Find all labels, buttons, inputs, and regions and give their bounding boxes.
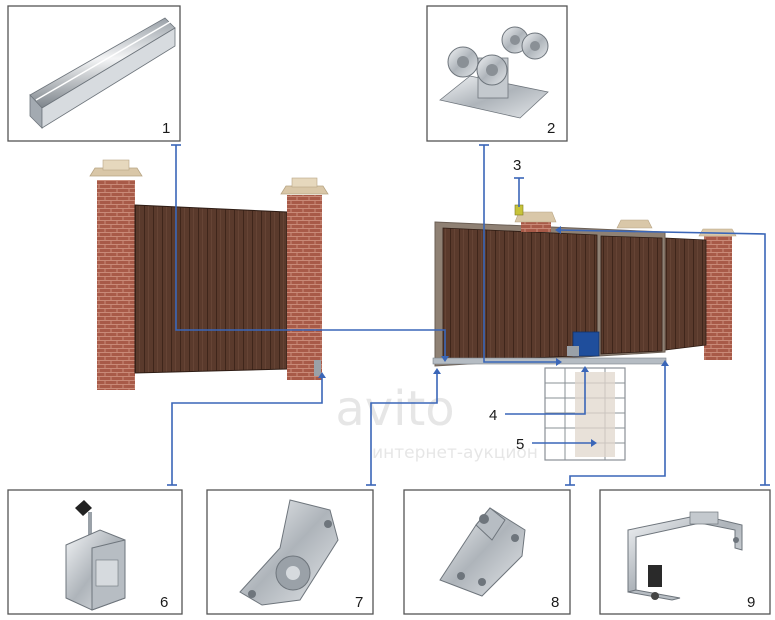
bottom-guide-rail [432,357,667,365]
callout-label-9: 9 [747,594,755,611]
guide-rail-icon [29,17,176,129]
callout-label-6: 6 [160,594,168,611]
callout-line-2 [483,145,560,363]
callout-lines [167,144,770,486]
upper-catcher-icon [439,507,526,597]
watermark: avito интернет-аукцион [335,381,538,463]
sliding-gate-panel-b [600,235,663,355]
right-gate [432,204,737,461]
callout-label-2: 2 [547,120,555,137]
callout-line-1 [175,145,446,360]
detail-box-2: 2 [426,5,568,142]
callout-label-5: 5 [516,436,524,453]
callout-label-3: 3 [513,157,521,174]
watermark-main: avito [335,381,454,437]
callout-line-4 [505,368,586,415]
callout-line-7 [370,370,438,485]
callout-label-7: 7 [355,594,363,611]
right-pillar-cap [280,185,329,195]
end-catcher-icon [65,500,126,611]
end-roller-icon [239,499,339,606]
callout-label-4: 4 [489,407,497,424]
left-gate [89,159,329,390]
detail-box-1: 1 [7,5,181,142]
roller-carriage-icon [439,26,549,119]
watermark-sub: интернет-аукцион [372,443,538,463]
left-pillar [97,180,135,390]
right-pillar [287,195,322,380]
detail-box-8: 8 [403,489,571,615]
back-pillar [704,235,732,360]
left-gate-panel [134,204,288,374]
callout-line-8 [569,362,666,485]
front-pillar [521,222,551,232]
detail-box-9: 9 [599,489,771,615]
callout-line-6 [171,374,323,485]
detail-box-6: 6 [7,489,183,615]
top-guide-bracket-icon [627,511,743,601]
callout-label-1: 1 [162,120,170,137]
callout-label-8: 8 [551,594,559,611]
callout-line-9 [556,229,766,485]
detail-box-7: 7 [206,489,374,615]
